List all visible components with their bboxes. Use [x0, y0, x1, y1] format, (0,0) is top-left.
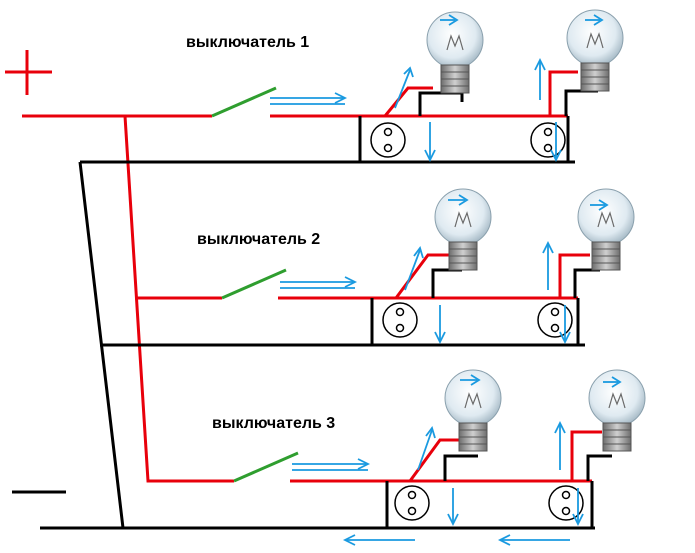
- socket-icon: [548, 485, 584, 521]
- current-arrow-icon: [447, 488, 459, 527]
- switch-icon: [233, 451, 299, 483]
- sockets: [370, 122, 584, 521]
- current-arrow-icon: [460, 374, 481, 386]
- switch-label-3: выключатель 3: [212, 415, 335, 432]
- switch-icon: [221, 268, 287, 300]
- switch-icon: [211, 86, 277, 118]
- light-bulb-icon: [577, 188, 635, 271]
- switch-label-1: выключатель 1: [186, 34, 309, 51]
- current-arrow-icon: [417, 426, 436, 471]
- current-arrow-icon: [424, 122, 436, 163]
- socket-icon: [382, 302, 418, 338]
- current-arrow-icon: [440, 14, 459, 26]
- current-arrow-icon: [292, 458, 371, 470]
- current-arrow-icon: [590, 199, 609, 211]
- current-arrow-icon: [497, 534, 570, 546]
- light-bulb-icon: [434, 188, 492, 271]
- light-bulb-icon: [426, 11, 484, 94]
- negative-bus: [40, 160, 595, 530]
- current-arrow-icon: [394, 66, 414, 109]
- current-arrow-icon: [559, 305, 571, 345]
- switch-blades: [211, 86, 299, 483]
- current-arrow-icon: [280, 276, 358, 288]
- circuit-row-3: [290, 430, 612, 528]
- light-bulb-icon: [444, 369, 502, 452]
- socket-icon: [370, 122, 406, 158]
- positive-bus: [22, 114, 234, 483]
- current-arrows: [270, 14, 622, 546]
- current-arrow-icon: [534, 57, 546, 100]
- socket-icon: [394, 485, 430, 521]
- current-arrow-icon: [572, 488, 584, 527]
- current-arrow-icon: [550, 122, 562, 163]
- current-arrow-icon: [342, 534, 415, 546]
- current-arrow-icon: [434, 305, 446, 345]
- switch-label-2: выключатель 2: [197, 231, 320, 248]
- current-arrow-icon: [603, 376, 622, 388]
- current-arrow-icon: [404, 246, 424, 291]
- current-arrow-icon: [585, 14, 604, 26]
- current-arrow-icon: [554, 420, 566, 470]
- positive-terminal: [5, 50, 52, 95]
- light-bulb-icon: [588, 369, 646, 452]
- bulbs: [426, 9, 646, 452]
- current-arrow-icon: [448, 194, 469, 206]
- current-arrow-icon: [542, 240, 554, 290]
- current-arrow-icon: [270, 92, 348, 104]
- light-bulb-icon: [566, 9, 624, 92]
- socket-icon: [537, 302, 573, 338]
